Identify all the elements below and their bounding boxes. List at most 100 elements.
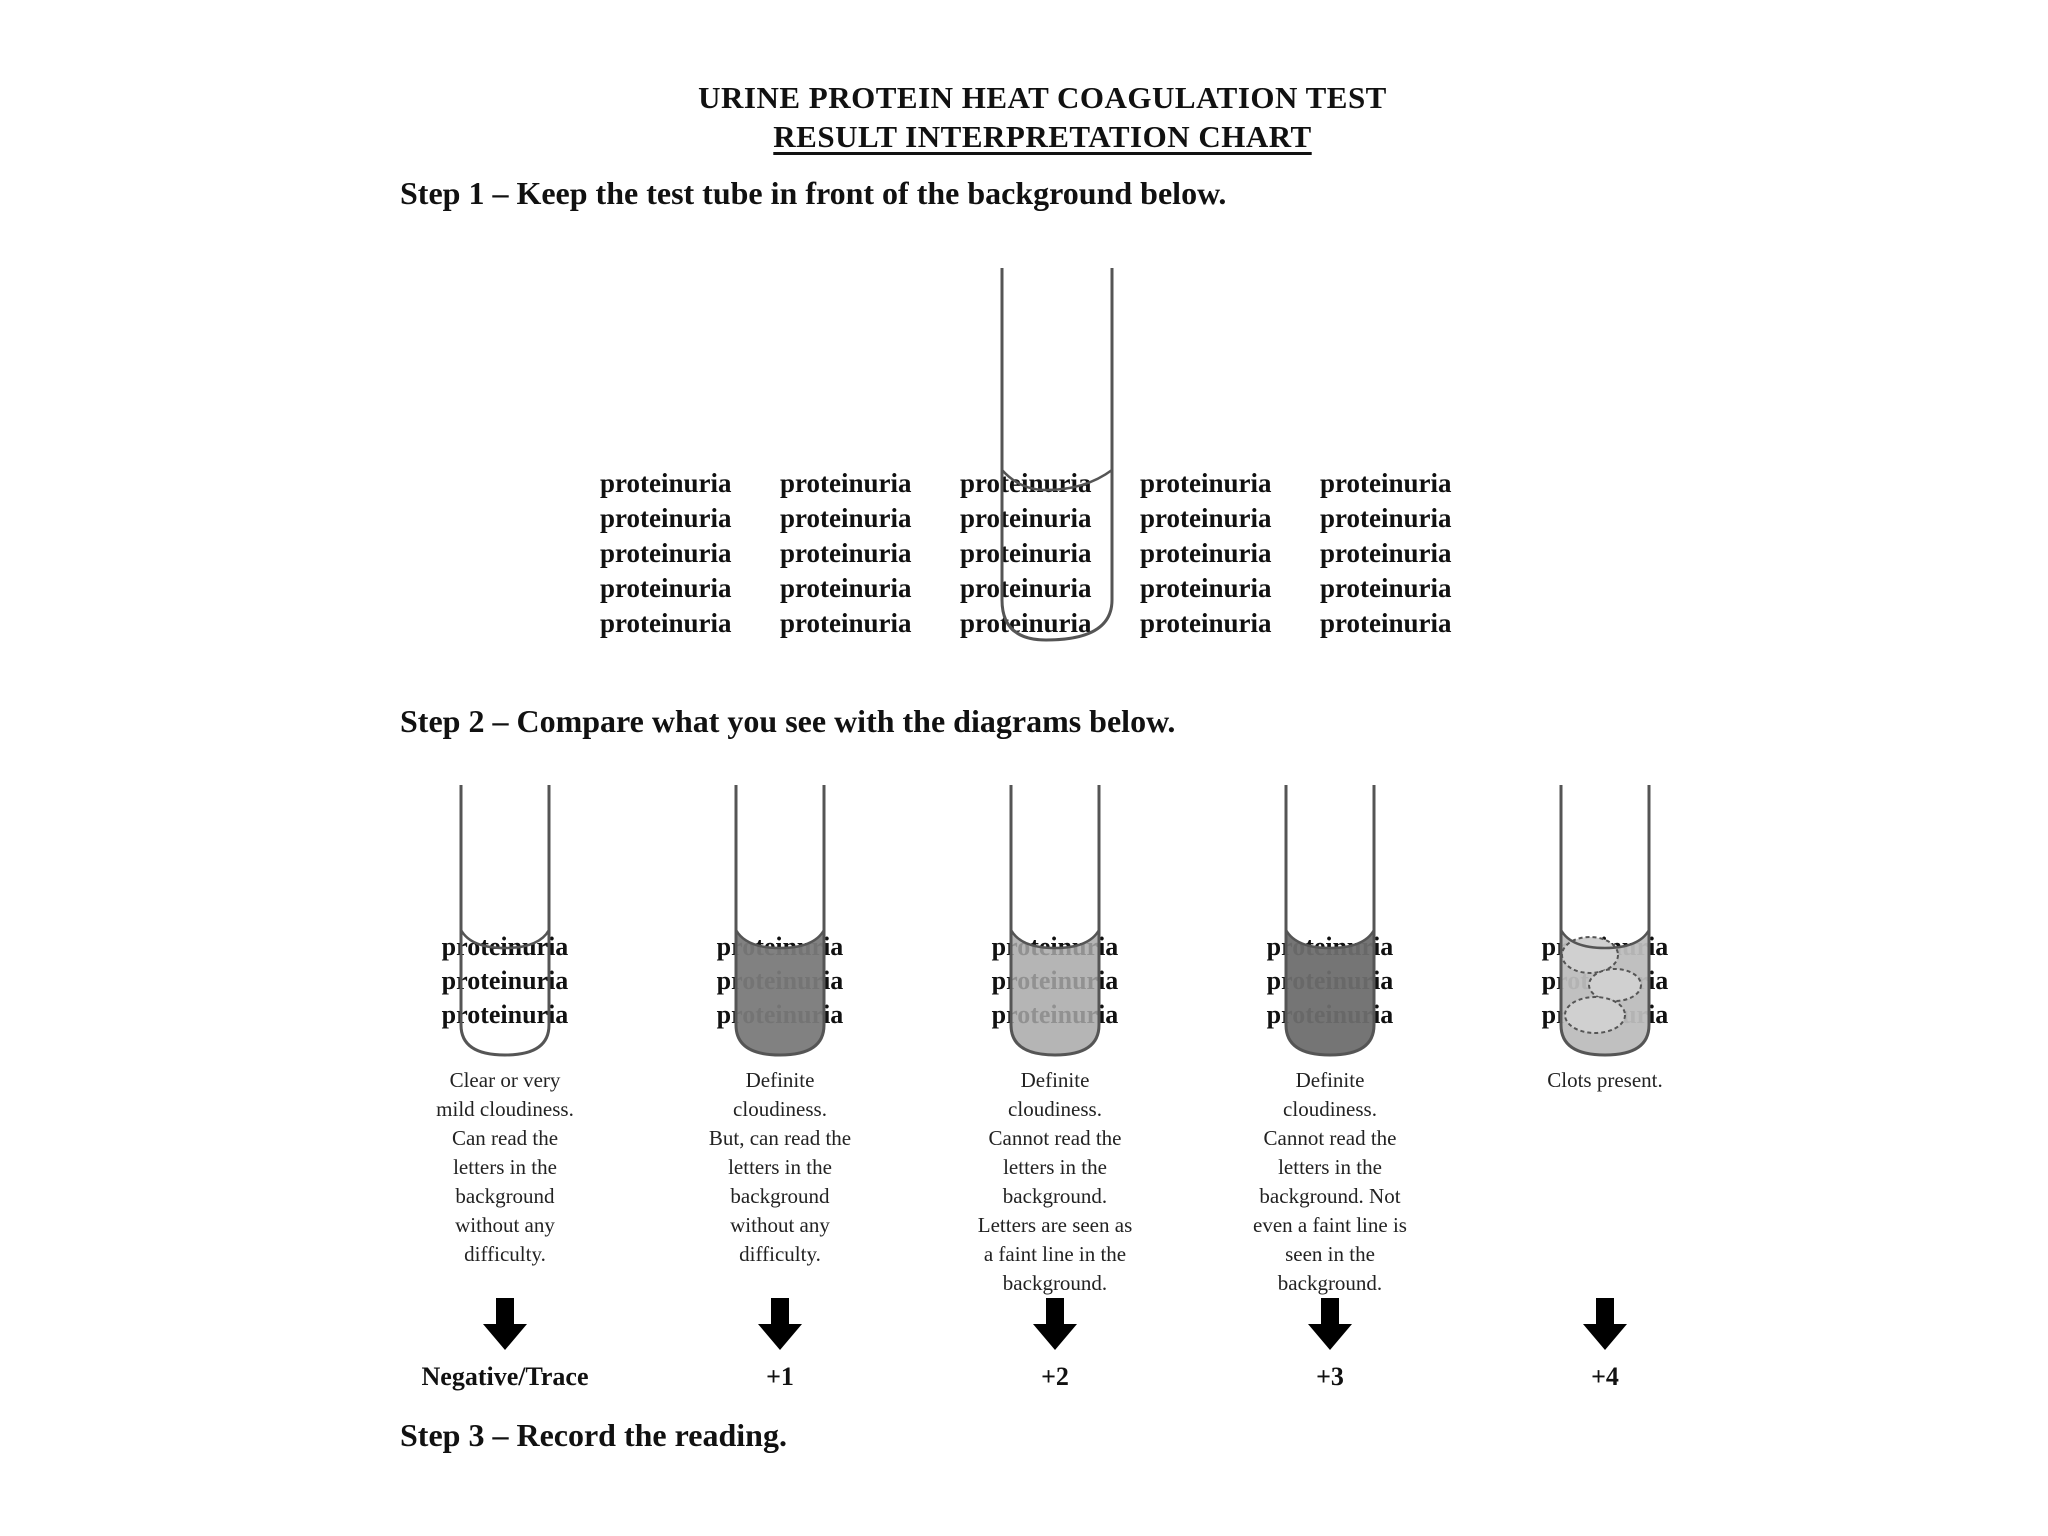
description-line: background. (1002, 1184, 1108, 1208)
description-line: Cannot read the (1263, 1126, 1397, 1150)
description-line: a faint line in the (983, 1242, 1127, 1266)
result-label: +2 (1041, 1362, 1069, 1391)
chart-title: URINE PROTEIN HEAT COAGULATION TEST (698, 80, 1387, 115)
down-arrow-icon (1033, 1298, 1077, 1350)
description-line: cloudiness. (733, 1097, 827, 1121)
down-arrow-icon (483, 1298, 527, 1350)
step-3-instruction: Step 3 – Record the reading. (400, 1417, 787, 1453)
down-arrow-icon (758, 1298, 802, 1350)
background-word-row: proteinuria proteinuria proteinuria protein… (600, 501, 1500, 536)
background-word: proteinuria (960, 608, 1092, 638)
background-word: proteinuria (600, 503, 732, 533)
background-word-row: proteinuria proteinuria proteinuria protein… (600, 606, 1500, 641)
tube-background-word: proteinuria (716, 932, 844, 961)
background-word-row: proteinuria proteinuria proteinuria protein… (600, 536, 1500, 571)
description-line: background. (1002, 1271, 1108, 1295)
diagram-description: Definite cloudiness. But, can read the lett… (665, 1066, 895, 1269)
background-word: proteinuria (960, 538, 1092, 568)
background-word: proteinuria (1140, 503, 1272, 533)
tube-background-word: proteinuria (716, 966, 844, 995)
tube-background-words: proteinuria proteinuria proteinuria (945, 930, 1165, 1032)
background-word: proteinuria (1320, 538, 1452, 568)
description-line: Definite (1295, 1068, 1365, 1092)
background-word: proteinuria (600, 538, 732, 568)
description-line: without any (730, 1213, 830, 1237)
description-line: letters in the (453, 1155, 557, 1179)
background-word: proteinuria (780, 538, 912, 568)
background-word: proteinuria (780, 468, 912, 498)
description-line: Definite (745, 1068, 815, 1092)
diagram-description: Clots present. (1490, 1066, 1720, 1095)
description-line: difficulty. (739, 1242, 821, 1266)
description-line: without any (455, 1213, 555, 1237)
background-word: proteinuria (1320, 503, 1452, 533)
background-word: proteinuria (1140, 538, 1272, 568)
background-word: proteinuria (780, 503, 912, 533)
description-line: letters in the (1003, 1155, 1107, 1179)
tube-background-words: proteinuria proteinuria proteinuria (1220, 930, 1440, 1032)
description-line: difficulty. (464, 1242, 546, 1266)
tube-background-word: proteinuria (716, 1000, 844, 1029)
tube-background-word: proteinuria (441, 1000, 569, 1029)
tube-background-words: proteinuria proteinuria proteinuria (670, 930, 890, 1032)
step-2-instruction: Step 2 – Compare what you see with the d… (400, 703, 1176, 739)
background-word: proteinuria (600, 468, 732, 498)
description-line: Clear or very (449, 1068, 561, 1092)
tube-background-word: proteinuria (991, 932, 1119, 961)
background-word: proteinuria (960, 573, 1092, 603)
description-line: cloudiness. (1283, 1097, 1377, 1121)
tube-background-word: proteinuria (1541, 966, 1669, 995)
diagram-description: Definite cloudiness. Cannot read the letter… (1215, 1066, 1445, 1298)
background-word: proteinuria (1320, 608, 1452, 638)
description-line: Letters are seen as (977, 1213, 1133, 1237)
background-word: proteinuria (780, 573, 912, 603)
description-line: even a faint line is (1253, 1213, 1407, 1237)
tube-background-word: proteinuria (1266, 966, 1394, 995)
background-word: proteinuria (960, 503, 1092, 533)
tube-background-word: proteinuria (1266, 1000, 1394, 1029)
background-word-row: proteinuria proteinuria proteinuria protein… (600, 571, 1500, 606)
background-word: proteinuria (1140, 608, 1272, 638)
background-word: proteinuria (1320, 573, 1452, 603)
tube-background-word: proteinuria (441, 932, 569, 961)
down-arrow-icon (1583, 1298, 1627, 1350)
chart-subtitle: RESULT INTERPRETATION CHART (773, 119, 1312, 154)
background-word: proteinuria (600, 573, 732, 603)
description-line: mild cloudiness. (436, 1097, 574, 1121)
description-line: cloudiness. (1008, 1097, 1102, 1121)
description-line: letters in the (728, 1155, 832, 1179)
description-line: letters in the (1278, 1155, 1382, 1179)
background-word: proteinuria (1140, 468, 1272, 498)
tube-background-words: proteinuria proteinuria proteinuria (395, 930, 615, 1032)
tube-background-word: proteinuria (991, 1000, 1119, 1029)
background-word-grid: proteinuria proteinuria proteinuria protein… (600, 466, 1500, 641)
description-line: But, can read the (708, 1126, 852, 1150)
tube-background-word: proteinuria (1541, 1000, 1669, 1029)
tube-background-word: proteinuria (991, 966, 1119, 995)
result-label: +1 (766, 1362, 794, 1391)
description-line: background. (1277, 1271, 1383, 1295)
background-word: proteinuria (1140, 573, 1272, 603)
background-word: proteinuria (960, 468, 1092, 498)
down-arrow-icon (1308, 1298, 1352, 1350)
background-word: proteinuria (600, 608, 732, 638)
background-word: proteinuria (1320, 468, 1452, 498)
result-label: +4 (1591, 1362, 1619, 1391)
description-line: background. Not (1259, 1184, 1401, 1208)
result-label: +3 (1316, 1362, 1344, 1391)
description-line: background (730, 1184, 830, 1208)
description-line: Clots present. (1547, 1068, 1663, 1092)
step-1-instruction: Step 1 – Keep the test tube in front of … (400, 175, 1227, 211)
tube-background-word: proteinuria (441, 966, 569, 995)
result-label: Negative/Trace (421, 1362, 589, 1391)
description-line: seen in the (1285, 1242, 1375, 1266)
tube-background-word: proteinuria (1266, 932, 1394, 961)
description-line: Definite (1020, 1068, 1090, 1092)
background-word: proteinuria (780, 608, 912, 638)
description-line: background (455, 1184, 555, 1208)
